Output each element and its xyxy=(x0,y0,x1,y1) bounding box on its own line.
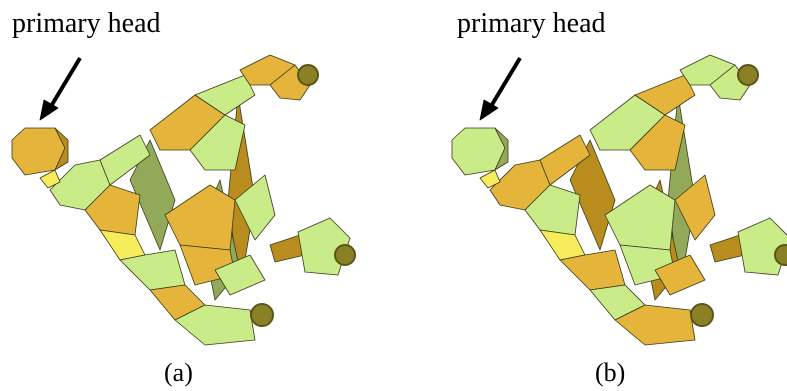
arrow-head-icon xyxy=(39,99,59,121)
module xyxy=(539,134,591,186)
module xyxy=(629,114,686,171)
module xyxy=(604,184,676,251)
arrow-head-icon xyxy=(479,99,499,121)
module-joint xyxy=(479,169,501,189)
module xyxy=(164,184,236,251)
arrow-icon xyxy=(488,56,522,110)
module xyxy=(174,304,256,346)
module xyxy=(189,114,246,171)
module xyxy=(84,184,141,236)
module-joint xyxy=(39,169,61,189)
panel-caption: (b) xyxy=(595,358,626,387)
primary-head-label: primary head xyxy=(12,8,161,39)
module xyxy=(614,304,696,346)
primary-head-label: primary head xyxy=(457,8,606,39)
module xyxy=(194,74,256,116)
module xyxy=(559,249,626,291)
module xyxy=(214,254,266,296)
knob-icon xyxy=(774,244,787,266)
primary-head-side xyxy=(494,127,509,171)
panel-caption: (a) xyxy=(164,358,193,387)
arrow-icon xyxy=(48,56,82,110)
knob-icon xyxy=(690,303,714,327)
module-joint xyxy=(539,229,586,261)
module xyxy=(524,184,581,236)
module xyxy=(119,249,186,291)
module xyxy=(234,174,276,241)
panel-b: primary head (b) xyxy=(394,0,787,391)
modular-robot-render xyxy=(11,54,356,346)
knob-icon xyxy=(737,64,759,86)
knob-icon xyxy=(334,244,356,266)
modular-robot-render xyxy=(451,54,787,346)
panel-a: primary head (a) xyxy=(0,0,393,391)
module xyxy=(674,174,716,241)
knob-icon xyxy=(297,64,319,86)
knob-icon xyxy=(250,303,274,327)
module-joint xyxy=(99,229,146,261)
module xyxy=(99,134,151,186)
module xyxy=(634,74,696,116)
module xyxy=(654,254,706,296)
primary-head-side xyxy=(54,127,69,171)
